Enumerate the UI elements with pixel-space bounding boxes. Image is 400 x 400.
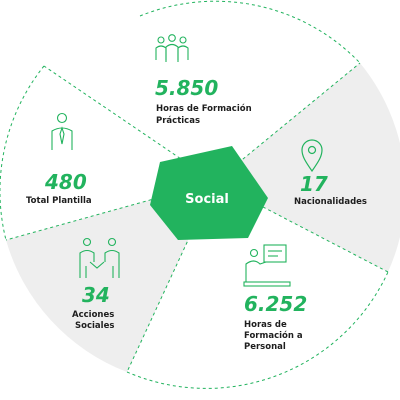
stat-label-horas-personal-2: Formación a	[244, 330, 303, 341]
outer-dashed-circle-bottom	[126, 271, 389, 389]
stat-label-acciones-2: Sociales	[75, 321, 114, 331]
handshake-people-icon	[79, 237, 120, 278]
outer-dashed-circle	[139, 0, 361, 64]
presentation-board-icon	[243, 244, 291, 287]
stat-label-horas-practicas-1: Horas de Formación	[156, 103, 252, 114]
divider-top-left	[43, 65, 216, 183]
stat-label-acciones-1: Acciones	[72, 310, 114, 320]
divider-bottom	[126, 181, 216, 373]
center-label: Social	[185, 192, 229, 207]
stat-label-horas-practicas-2: Prácticas	[156, 116, 200, 126]
sector-right	[215, 63, 400, 272]
stat-label-horas-personal-3: Personal	[244, 342, 286, 352]
map-pin-icon	[301, 139, 323, 173]
stat-label-horas-personal-1: Horas de	[244, 320, 287, 330]
stat-label-nacionalidades: Nacionalidades	[294, 197, 367, 207]
center-hexagon	[150, 146, 268, 240]
outer-dashed-circle-left	[0, 65, 45, 241]
stat-value-nacionalidades: 17	[300, 172, 328, 196]
stat-label-plantilla: Total Plantilla	[26, 196, 92, 206]
stat-value-horas-personal: 6.252	[244, 292, 307, 316]
employee-with-tie-icon	[51, 112, 73, 150]
stat-value-plantilla: 480	[44, 170, 87, 194]
stat-value-horas-practicas: 5.850	[155, 76, 218, 100]
group-of-people-icon	[155, 34, 189, 62]
sector-bottom-left	[6, 182, 215, 372]
stat-value-acciones: 34	[82, 283, 110, 307]
